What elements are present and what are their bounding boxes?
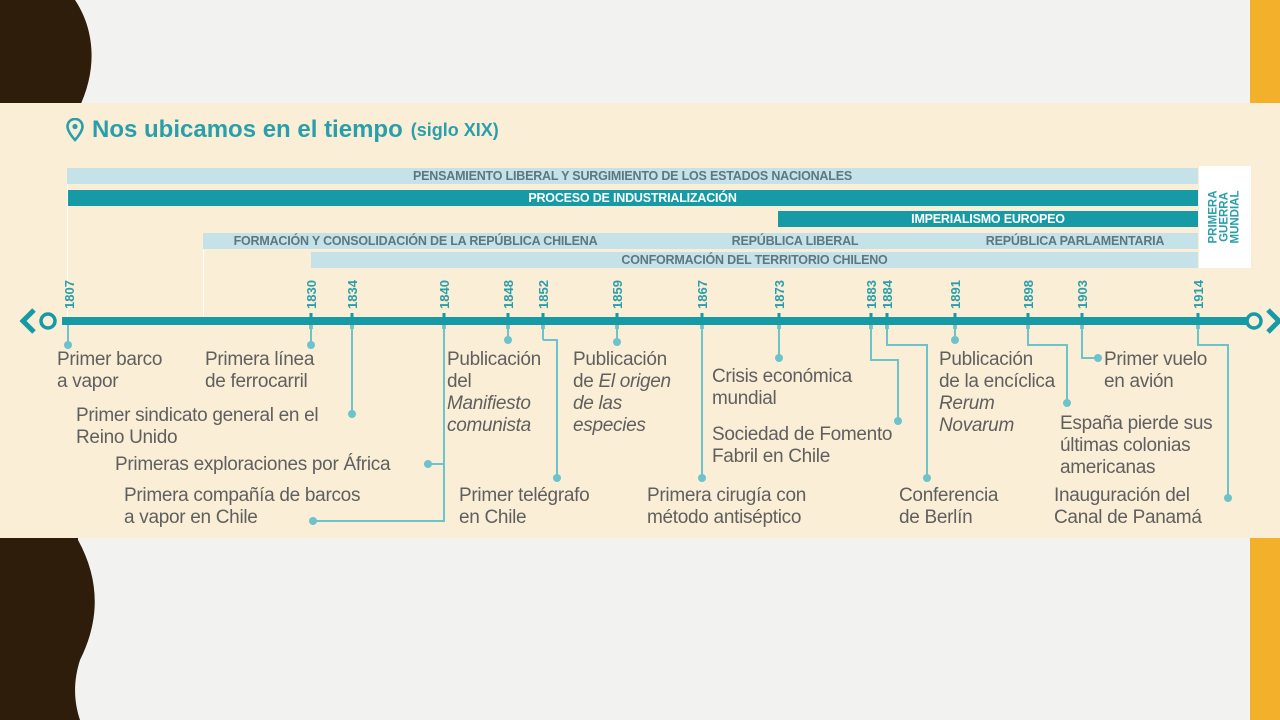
event-1883-sofofa: Sociedad de Fomento Fabril en Chile xyxy=(712,424,893,467)
event-1859-italic-b: de las xyxy=(573,393,622,414)
title-main: Nos ubicamos en el tiempo xyxy=(92,116,403,143)
timeline-title: Nos ubicamos en el tiempo (siglo XIX) xyxy=(66,116,499,144)
event-1859-line4: especies xyxy=(573,415,671,437)
event-1873-crisis: Crisis económica mundial xyxy=(712,366,852,409)
connector-1883 xyxy=(870,325,899,421)
right-arrow-icon xyxy=(1266,308,1280,334)
event-1859-italic-a: El origen xyxy=(598,371,672,392)
year-1914: 1914 xyxy=(1191,279,1206,309)
year-1883: 1883 xyxy=(864,280,879,309)
connector-1903 xyxy=(1081,325,1098,359)
left-arrow-icon xyxy=(19,308,36,334)
event-1891-italic-a: Rerum xyxy=(939,393,995,414)
year-1867: 1867 xyxy=(695,280,710,309)
year-1903: 1903 xyxy=(1075,280,1090,309)
event-1891-line2: de la encíclica xyxy=(939,371,1055,392)
event-1852-telegrafo: Primer telégrafo en Chile xyxy=(459,485,590,528)
period-republica-parlamentaria: REPÚBLICA PARLAMENTARIA xyxy=(985,234,1165,248)
connector-1852 xyxy=(543,339,558,478)
event-1859-line2: de El origen xyxy=(573,371,671,393)
event-1840-exploraciones: Primeras exploraciones por África xyxy=(115,454,391,475)
event-1914-canal-panama: Inauguración del Canal de Panamá xyxy=(1054,485,1202,528)
year-1873: 1873 xyxy=(772,280,787,309)
event-1898-espana: España pierde sus últimas colonias ameri… xyxy=(1060,413,1213,478)
connector-1914 xyxy=(1197,325,1229,498)
event-1903-primer-vuelo: Primer vuelo en avión xyxy=(1104,349,1208,392)
period-republica-liberal: REPÚBLICA LIBERAL xyxy=(731,234,859,248)
year-1891: 1891 xyxy=(948,280,963,309)
period-territorio: CONFORMACIÓN DEL TERRITORIO CHILENO xyxy=(311,252,1198,268)
location-pin-icon xyxy=(66,118,84,142)
event-1848-line1: Publicación xyxy=(447,349,541,370)
event-1891-line1: Publicación xyxy=(939,349,1033,370)
period-imperialismo: IMPERIALISMO EUROPEO xyxy=(778,211,1198,227)
event-1807-primer-barco: Primer barco a vapor xyxy=(57,349,163,392)
event-1834-sindicato: Primer sindicato general en el Reino Uni… xyxy=(76,405,319,448)
event-1848-italic-a: Manifiesto xyxy=(447,393,531,414)
year-1807: 1807 xyxy=(62,280,77,309)
event-1840-compania-barcos: Primera compañía de barcos a vapor en Ch… xyxy=(124,485,361,528)
event-connectors xyxy=(67,325,1229,522)
year-1834: 1834 xyxy=(345,279,360,309)
year-labels: 1807 1830 1834 1840 1848 1852 1859 1867 … xyxy=(62,279,1206,309)
event-1884-berlin: Conferencia de Berlín xyxy=(899,485,999,528)
year-1852: 1852 xyxy=(536,280,551,309)
title-sub: (siglo XIX) xyxy=(410,119,499,140)
event-1848-line2: del xyxy=(447,371,472,392)
event-1830-ferrocarril: Primera línea de ferrocarril xyxy=(205,349,315,392)
event-1891-line3: Rerum xyxy=(939,393,1055,415)
year-1859: 1859 xyxy=(610,280,625,309)
timeline-axis xyxy=(62,317,1252,325)
event-1859-line3: de las xyxy=(573,393,671,415)
event-1859-line1: Publicación xyxy=(573,349,667,370)
year-1848: 1848 xyxy=(501,280,516,309)
connector-1898 xyxy=(1027,325,1068,403)
event-1891-rerum-novarum: Publicación de la encíclica Rerum Novaru… xyxy=(939,349,1055,437)
event-1848-line4: comunista xyxy=(447,415,541,437)
event-1848-manifiesto: Publicación del Manifiesto comunista xyxy=(447,349,541,437)
period-primera-guerra: PRIMERA GUERRA MUNDIAL xyxy=(1199,166,1251,268)
event-1859-italic-c: especies xyxy=(573,415,646,436)
period-pensamiento-liberal: PENSAMIENTO LIBERAL Y SURGIMIENTO DE LOS… xyxy=(67,168,1198,184)
event-1891-line4: Novarum xyxy=(939,415,1055,437)
event-1859-origen-especies: Publicación de El origen de las especies xyxy=(573,349,671,437)
period-formacion: FORMACIÓN Y CONSOLIDACIÓN DE LA REPÚBLIC… xyxy=(233,234,598,248)
period-republica-row xyxy=(203,233,1198,249)
connector-1884 xyxy=(886,325,928,478)
event-1891-italic-b: Novarum xyxy=(939,415,1014,436)
period-industrializacion: PROCESO DE INDUSTRIALIZACIÓN xyxy=(67,190,1198,206)
year-1898: 1898 xyxy=(1021,280,1036,309)
event-1859-de: de xyxy=(573,371,599,392)
event-1848-italic-b: comunista xyxy=(447,415,531,436)
year-1840: 1840 xyxy=(437,280,452,309)
event-dots xyxy=(64,336,1232,525)
event-1848-line3: Manifiesto xyxy=(447,393,541,415)
year-1830: 1830 xyxy=(304,280,319,309)
year-1884: 1884 xyxy=(880,279,895,309)
connector-1840 xyxy=(313,325,445,522)
end-circle-marker xyxy=(1245,312,1263,330)
event-1867-cirugia: Primera cirugía con método antiséptico xyxy=(647,485,807,528)
bar-dividers xyxy=(67,184,204,320)
start-circle-marker xyxy=(39,312,57,330)
